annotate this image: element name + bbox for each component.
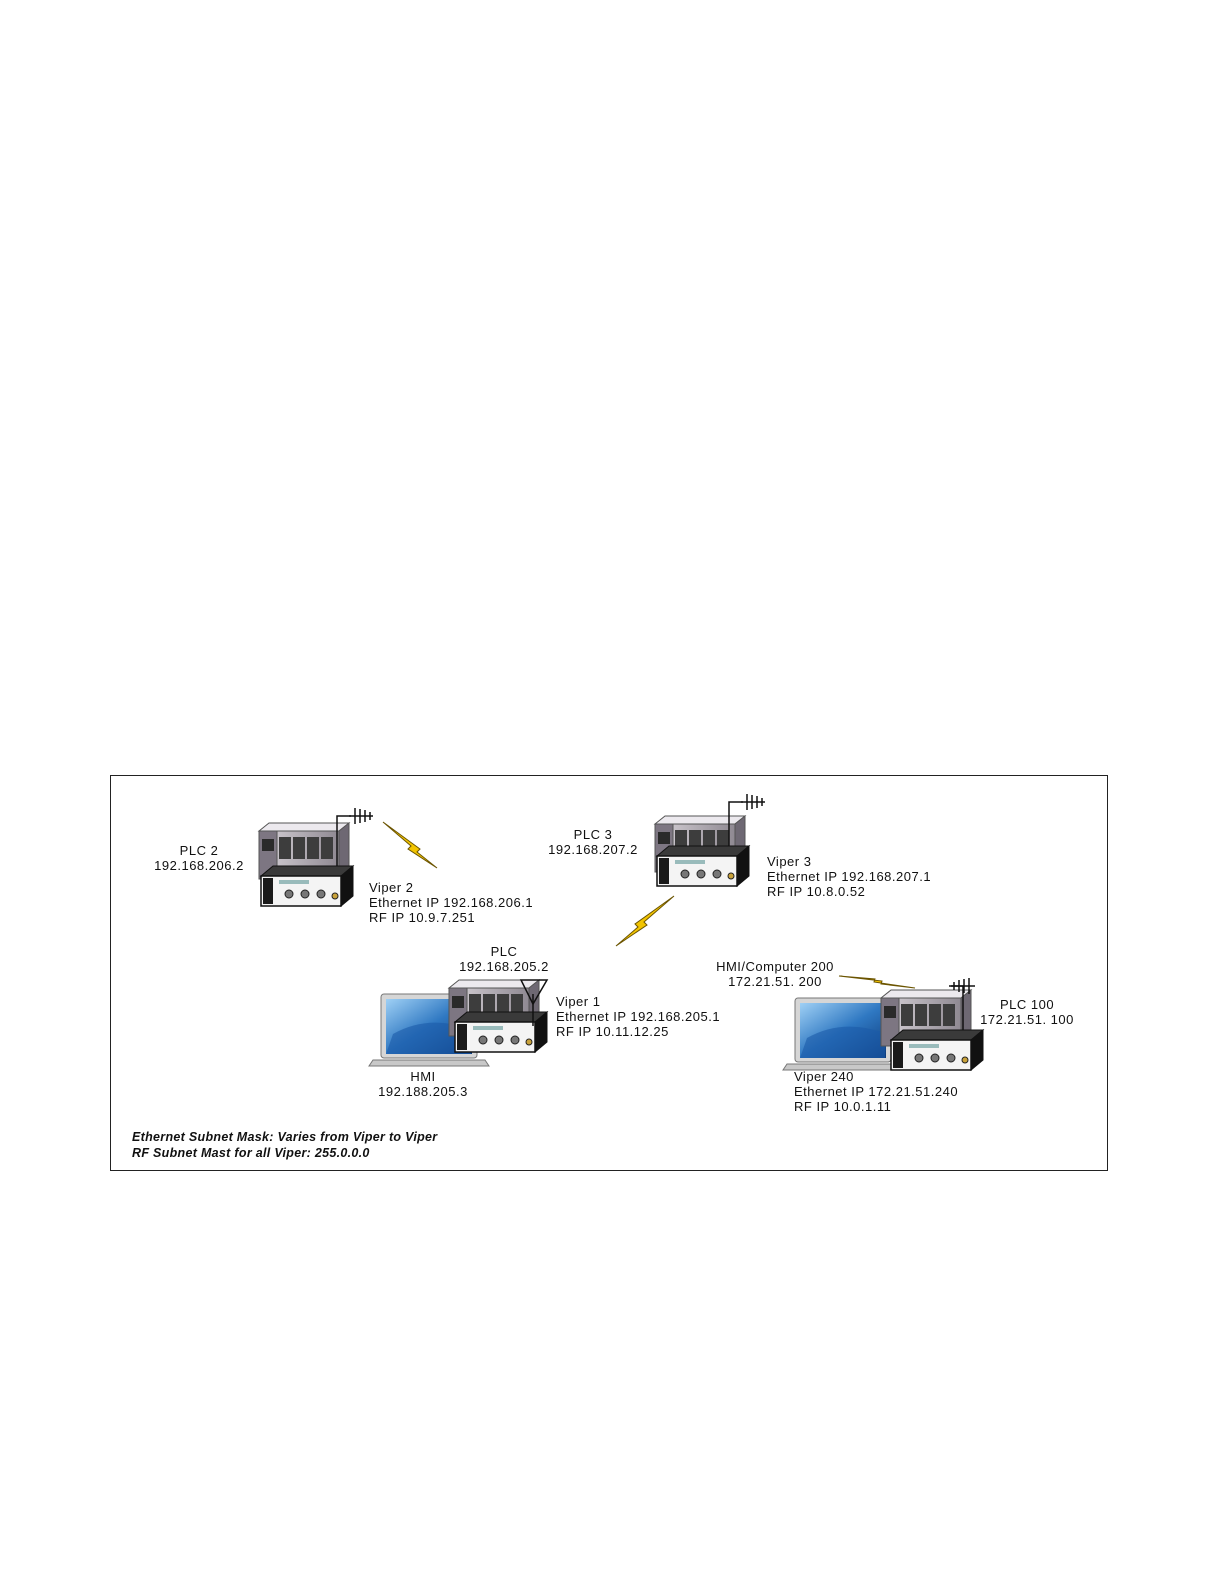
viper-240-label: Viper 240 Ethernet IP 172.21.51.240 RF I… (794, 1069, 958, 1114)
plc-2-label: PLC 2 192.168.206.2 (149, 843, 249, 873)
hmi-computer-200-name: HMI/Computer 200 (716, 959, 834, 974)
viper-2-ethernet-ip: Ethernet IP 192.168.206.1 (369, 895, 534, 910)
diagram-artwork (258, 793, 984, 1071)
viper-3-name: Viper 3 (767, 854, 812, 869)
lightning-bolt-icon (838, 975, 916, 989)
plc-3-name: PLC 3 (573, 827, 613, 842)
plc-name: PLC (490, 944, 518, 959)
hmi-computer-200-ip: 172.21.51. 200 (728, 974, 822, 989)
plc-label: PLC 192.168.205.2 (451, 944, 557, 974)
viper-2-rf-ip: RF IP 10.9.7.251 (369, 910, 476, 925)
viper-2-radio (260, 865, 354, 907)
plc-100-label: PLC 100 172.21.51. 100 (975, 997, 1079, 1027)
hmi-label: HMI 192.188.205.3 (369, 1069, 477, 1099)
viper-3-label: Viper 3 Ethernet IP 192.168.207.1 RF IP … (767, 854, 931, 899)
viper-1-label: Viper 1 Ethernet IP 192.168.205.1 RF IP … (556, 994, 720, 1039)
hmi-ip: 192.188.205.3 (378, 1084, 468, 1099)
viper-240-ethernet-ip: Ethernet IP 172.21.51.240 (794, 1084, 959, 1099)
viper-2-antenna (336, 807, 374, 866)
hmi-computer-200-label: HMI/Computer 200 172.21.51. 200 (707, 959, 843, 989)
lightning-bolt-icon (382, 821, 438, 869)
viper-240-rf-ip: RF IP 10.0.1.11 (794, 1099, 892, 1114)
viper-3-radio (656, 845, 750, 887)
plc-ip: 192.168.205.2 (459, 959, 549, 974)
hmi-name: HMI (410, 1069, 436, 1084)
rf-subnet-mask-note: RF Subnet Mast for all Viper: 255.0.0.0 (132, 1146, 370, 1160)
viper-240-antenna (949, 977, 976, 1030)
viper-1-rf-ip: RF IP 10.11.12.25 (556, 1024, 669, 1039)
viper-1-ethernet-ip: Ethernet IP 192.168.205.1 (556, 1009, 721, 1024)
viper-1-antenna (519, 979, 549, 1026)
plc-100-name: PLC 100 (999, 997, 1055, 1012)
subnet-notes: Ethernet Subnet Mask: Varies from Viper … (132, 1129, 437, 1161)
plc-2-ip: 192.168.206.2 (154, 858, 244, 873)
viper-3-antenna (728, 793, 766, 846)
viper-1-name: Viper 1 (556, 994, 601, 1009)
plc-100-ip: 172.21.51. 100 (980, 1012, 1074, 1027)
network-diagram: PLC 2 192.168.206.2 Viper 2 Ethernet IP … (110, 775, 1108, 1171)
viper-240-radio (890, 1029, 984, 1071)
plc-3-label: PLC 3 192.168.207.2 (537, 827, 649, 857)
plc-3-ip: 192.168.207.2 (548, 842, 638, 857)
plc-2-name: PLC 2 (179, 843, 219, 858)
lightning-bolt-icon (615, 895, 675, 947)
viper-2-name: Viper 2 (369, 880, 414, 895)
viper-240-name: Viper 240 (794, 1069, 854, 1084)
viper-3-rf-ip: RF IP 10.8.0.52 (767, 884, 866, 899)
viper-2-label: Viper 2 Ethernet IP 192.168.206.1 RF IP … (369, 880, 533, 925)
viper-3-ethernet-ip: Ethernet IP 192.168.207.1 (767, 869, 932, 884)
ethernet-subnet-mask-note: Ethernet Subnet Mask: Varies from Viper … (132, 1130, 438, 1144)
